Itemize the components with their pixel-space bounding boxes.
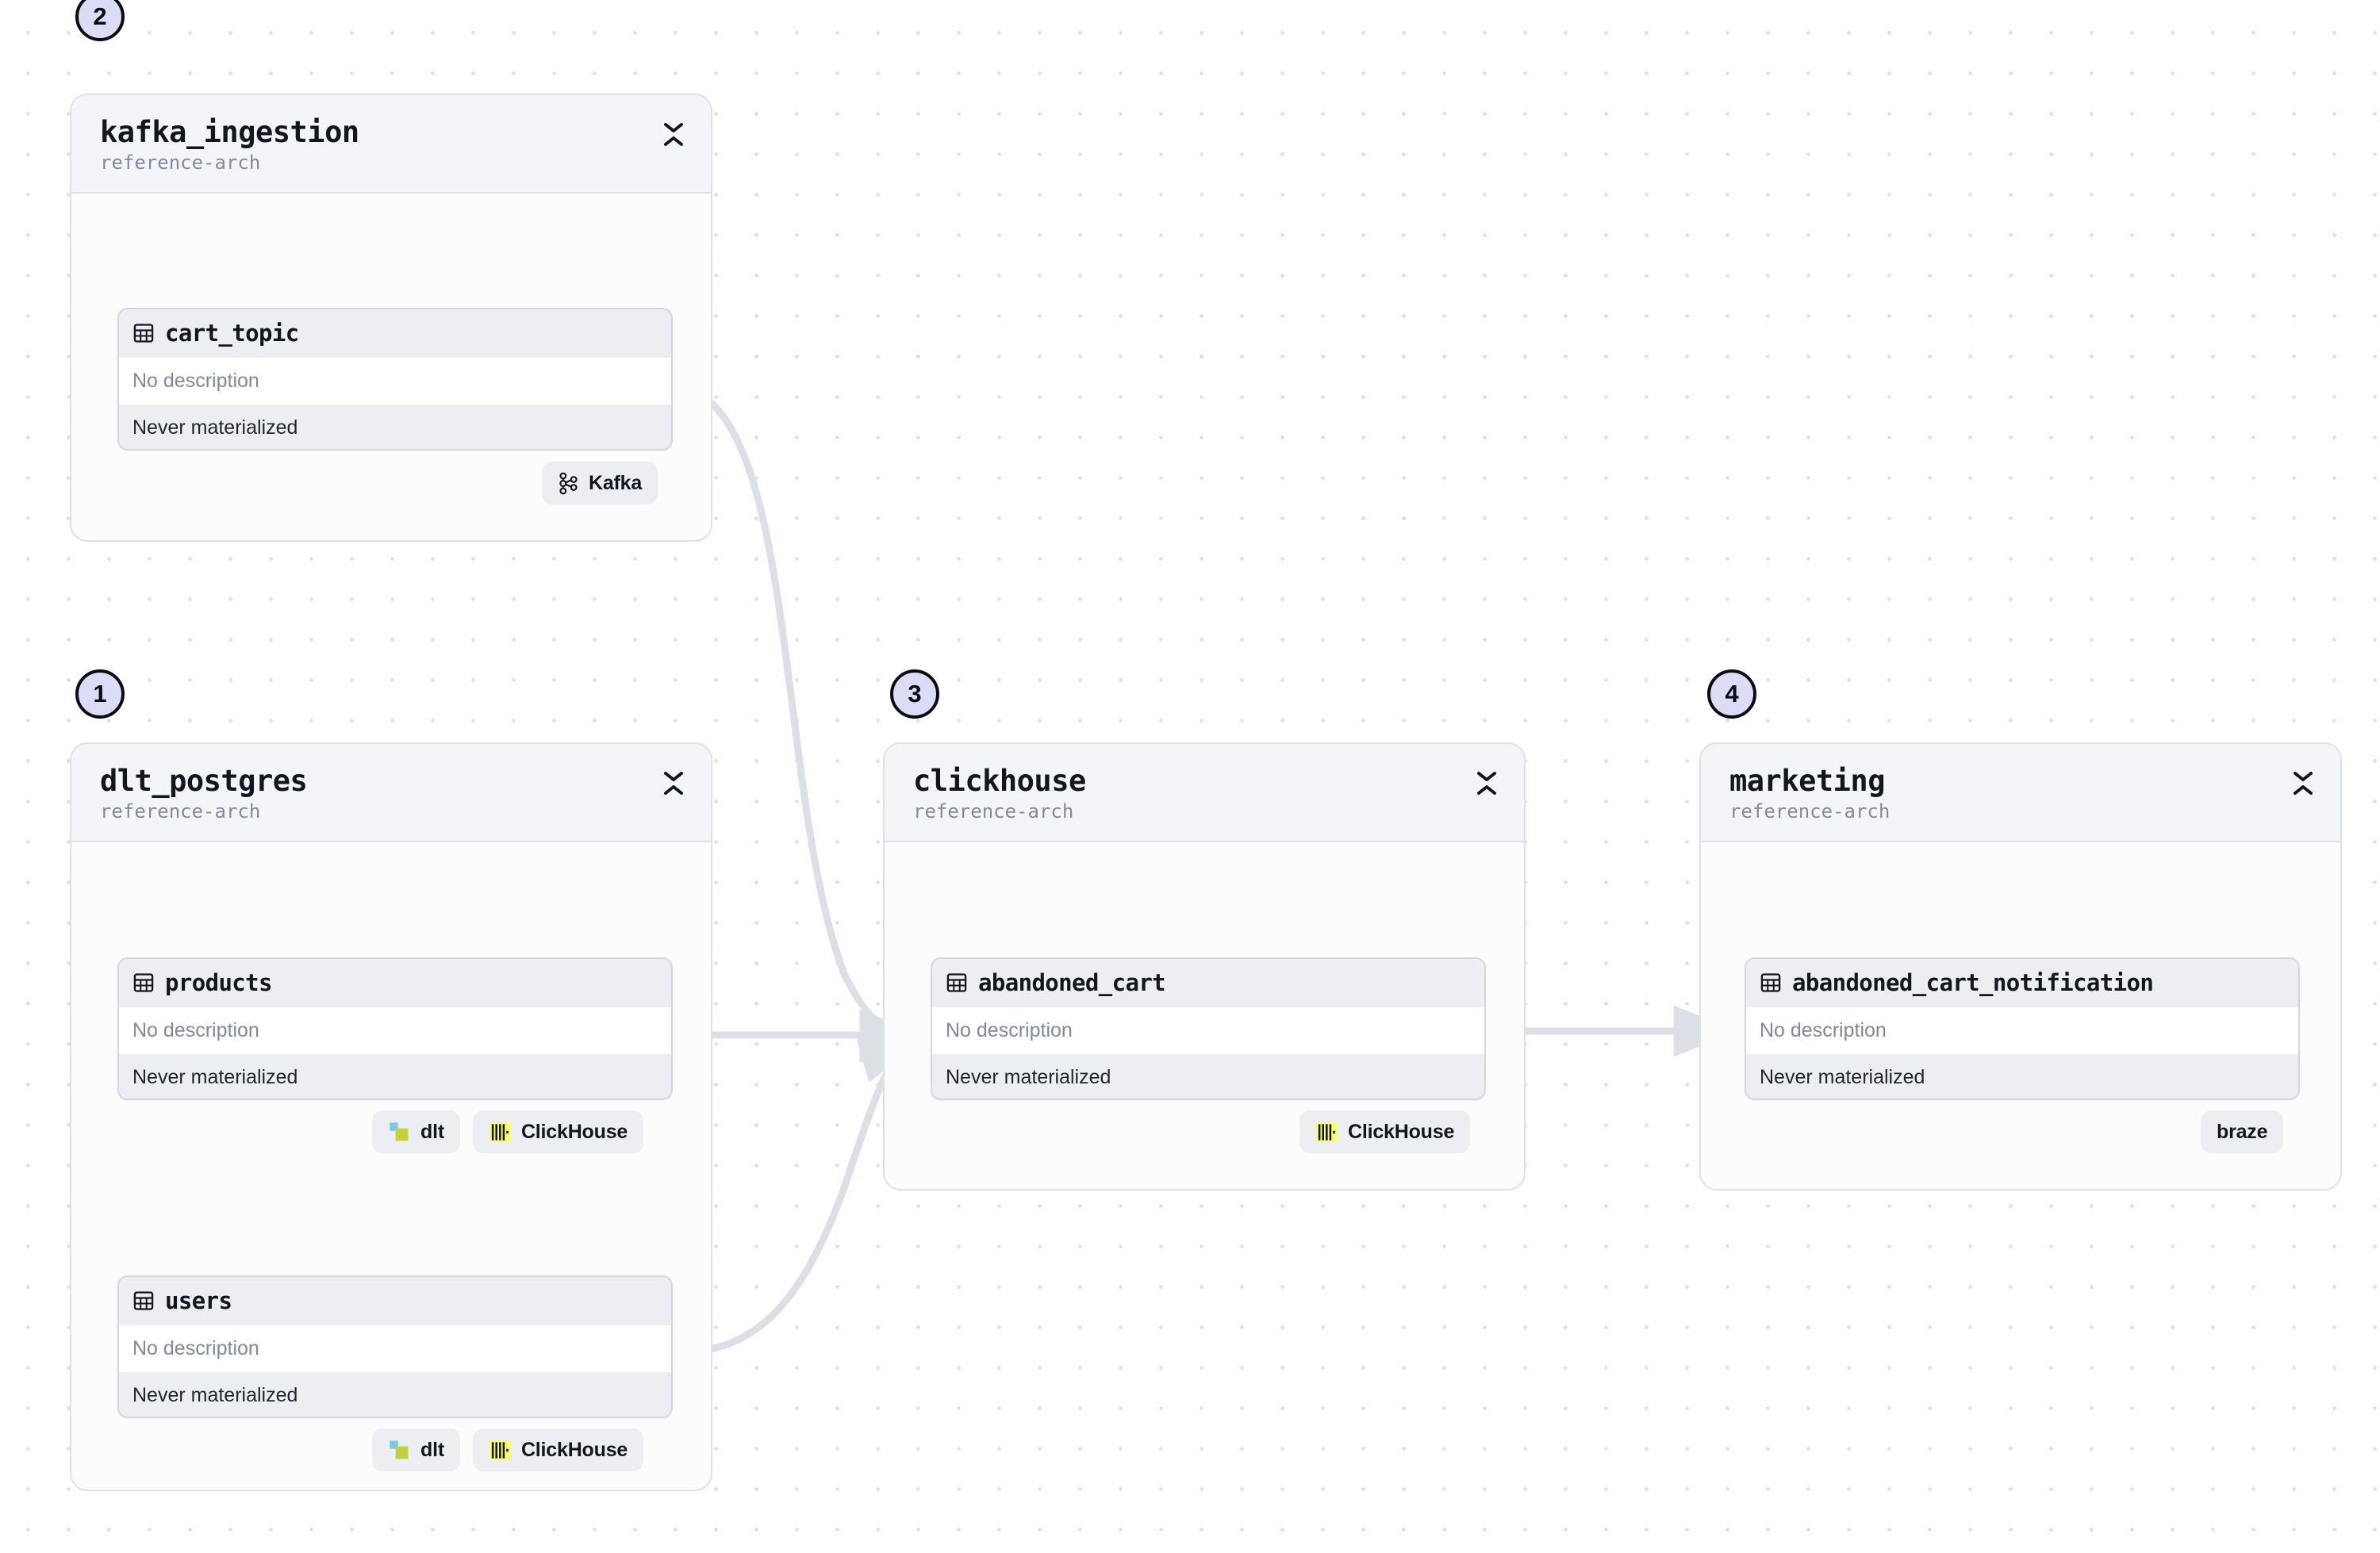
group-header-marketing[interactable]: marketing reference-arch — [1701, 744, 2340, 842]
collapse-icon[interactable] — [660, 768, 687, 800]
table-node-name: products — [165, 969, 272, 996]
collapse-icon[interactable] — [2290, 768, 2317, 800]
step-badge-4: 4 — [1707, 669, 1756, 719]
table-icon — [132, 972, 155, 994]
tech-badge-label: braze — [2217, 1120, 2268, 1143]
dlt-icon — [388, 1121, 411, 1144]
tech-badge-clickhouse[interactable]: ClickHouse — [472, 1110, 644, 1153]
table-node-materialization: Never materialized — [1746, 1054, 2298, 1099]
tech-badge-dlt[interactable]: dlt — [372, 1428, 460, 1471]
step-badge-2: 2 — [75, 0, 125, 41]
kafka-icon — [558, 472, 579, 495]
table-node-materialization: Never materialized — [119, 1054, 671, 1099]
step-badge-1: 1 — [75, 669, 125, 719]
tech-badge-label: dlt — [420, 1438, 444, 1461]
tech-badge-label: ClickHouse — [1348, 1120, 1455, 1143]
tech-badge-kafka[interactable]: Kafka — [542, 462, 658, 504]
tech-badge-label: ClickHouse — [520, 1120, 628, 1143]
step-badge-3: 3 — [890, 669, 939, 719]
tech-badge-clickhouse[interactable]: ClickHouse — [472, 1428, 644, 1471]
table-node-header: abandoned_cart_notification — [1746, 959, 2298, 1007]
group-title: dlt_postgres — [100, 764, 308, 798]
table-node-description: No description — [119, 357, 671, 405]
table-icon — [946, 972, 968, 994]
table-node-users[interactable]: users No description Never materialized — [117, 1275, 673, 1418]
group-subtitle: reference-arch — [1729, 800, 1891, 823]
group-subtitle: reference-arch — [913, 800, 1074, 823]
dlt-icon — [388, 1439, 411, 1462]
badge-row-abandoned-cart: ClickHouse — [1299, 1110, 1471, 1153]
table-node-abandoned-cart[interactable]: abandoned_cart No description Never mate… — [931, 957, 1486, 1100]
table-node-name: cart_topic — [165, 320, 299, 347]
badge-row-products: dlt ClickHouse — [372, 1110, 644, 1153]
group-header-clickhouse[interactable]: clickhouse reference-arch — [885, 744, 1524, 842]
clickhouse-icon — [489, 1121, 512, 1144]
badge-row-notification: braze — [2201, 1110, 2284, 1153]
table-icon — [132, 1290, 155, 1312]
collapse-icon[interactable] — [660, 119, 687, 151]
clickhouse-icon — [489, 1439, 512, 1462]
table-node-description: No description — [1746, 1007, 2298, 1054]
table-node-header: products — [119, 959, 671, 1007]
table-icon — [1760, 972, 1782, 994]
collapse-icon[interactable] — [1473, 768, 1500, 800]
table-node-header: users — [119, 1277, 671, 1325]
table-node-materialization: Never materialized — [119, 1372, 671, 1417]
tech-badge-label: Kafka — [589, 471, 643, 494]
group-title: clickhouse — [913, 764, 1086, 798]
group-title: kafka_ingestion — [100, 115, 359, 149]
group-header-dlt-postgres[interactable]: dlt_postgres reference-arch — [71, 744, 711, 842]
edge-users-to-abandoned-cart — [674, 1033, 924, 1356]
table-node-name: abandoned_cart_notification — [1792, 969, 2154, 996]
clickhouse-icon — [1315, 1121, 1338, 1144]
table-node-description: No description — [119, 1325, 671, 1372]
group-subtitle: reference-arch — [100, 800, 261, 823]
tech-badge-clickhouse[interactable]: ClickHouse — [1299, 1110, 1471, 1153]
table-node-materialization: Never materialized — [119, 405, 671, 449]
table-node-description: No description — [119, 1007, 671, 1054]
table-node-materialization: Never materialized — [932, 1054, 1484, 1099]
table-node-header: abandoned_cart — [932, 959, 1484, 1007]
tech-badge-label: dlt — [420, 1120, 444, 1143]
table-node-cart-topic[interactable]: cart_topic No description Never material… — [117, 308, 673, 451]
table-node-description: No description — [932, 1007, 1484, 1054]
badge-row-cart-topic: Kafka — [542, 462, 658, 504]
badge-row-users: dlt ClickHouse — [372, 1428, 644, 1471]
table-node-name: abandoned_cart — [978, 969, 1166, 996]
group-subtitle: reference-arch — [100, 151, 261, 174]
table-node-abandoned-cart-notification[interactable]: abandoned_cart_notification No descripti… — [1745, 957, 2300, 1100]
group-header-kafka-ingestion[interactable]: kafka_ingestion reference-arch — [71, 95, 711, 194]
table-icon — [132, 322, 155, 344]
tech-badge-braze[interactable]: braze — [2201, 1110, 2284, 1153]
group-title: marketing — [1729, 764, 1885, 798]
table-node-name: users — [165, 1287, 232, 1314]
tech-badge-label: ClickHouse — [520, 1438, 628, 1461]
tech-badge-dlt[interactable]: dlt — [372, 1110, 460, 1153]
table-node-products[interactable]: products No description Never materializ… — [117, 957, 673, 1100]
table-node-header: cart_topic — [119, 309, 671, 357]
